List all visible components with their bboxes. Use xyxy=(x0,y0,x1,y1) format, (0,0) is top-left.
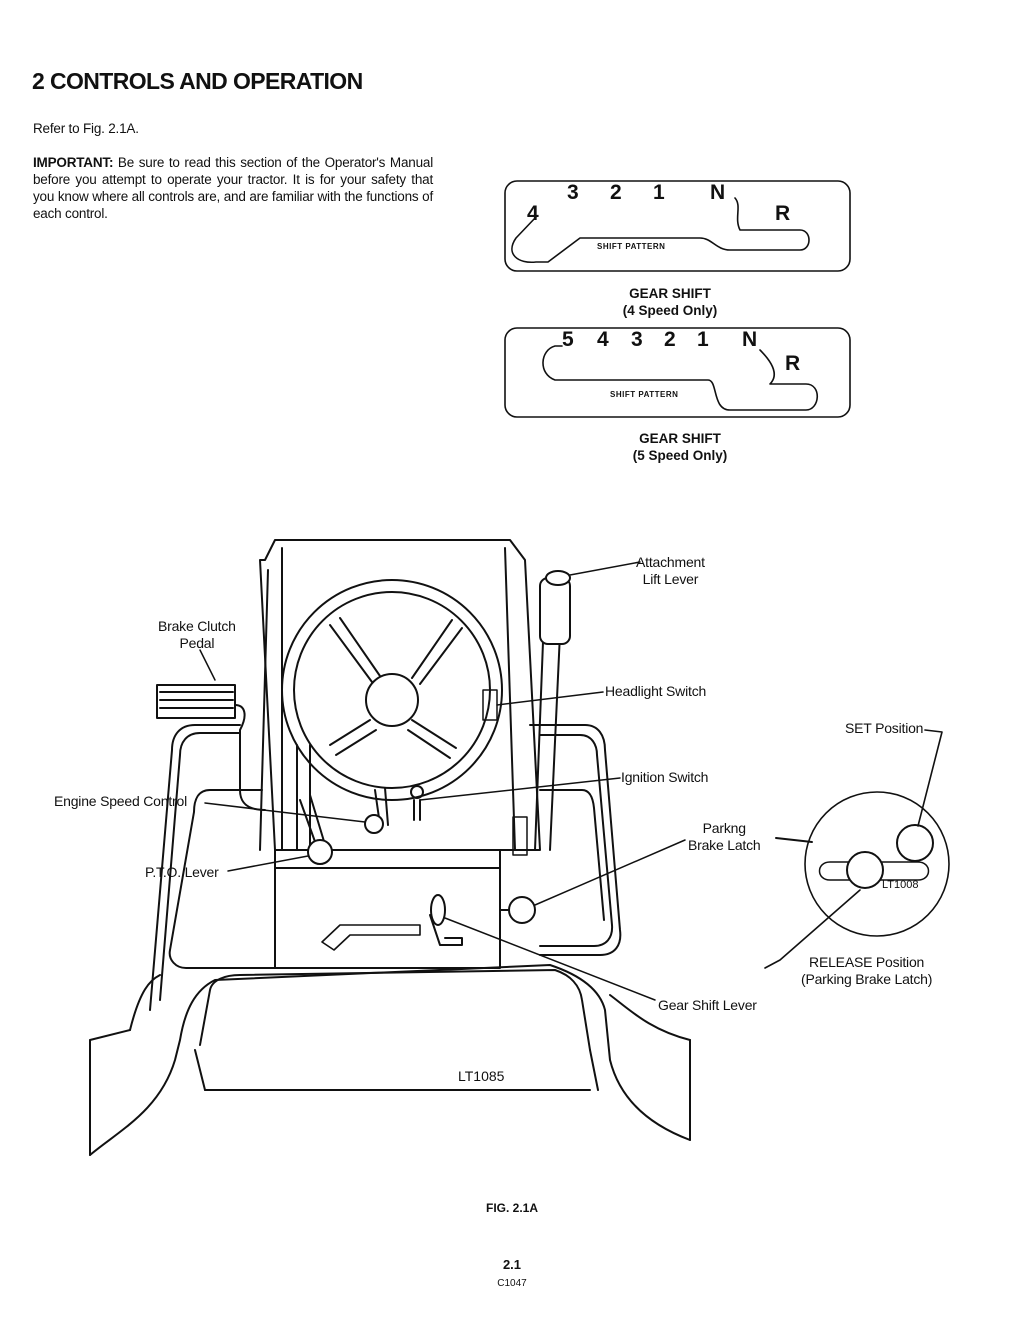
refer-text: Refer to Fig. 2.1A. xyxy=(33,121,139,136)
caption-line-2: (5 Speed Only) xyxy=(632,448,728,463)
gear-2: 2 xyxy=(664,328,676,351)
gear-reverse: R xyxy=(785,352,801,375)
gear-neutral: N xyxy=(710,181,726,204)
tractor-figure-code: LT1085 xyxy=(458,1068,505,1084)
gear-5: 5 xyxy=(562,328,574,351)
important-paragraph: IMPORTANT: Be sure to read this section … xyxy=(33,154,433,222)
gear-2: 2 xyxy=(610,181,622,204)
tractor-drawing xyxy=(89,539,691,1156)
callout-leaders xyxy=(199,561,686,1001)
callout-parking-brake-latch: Parkng Brake Latch xyxy=(688,820,761,854)
shift-pattern-5-speed xyxy=(504,327,851,418)
gear-1: 1 xyxy=(697,328,709,351)
gear-3: 3 xyxy=(567,181,579,204)
callout-release-position: RELEASE Position (Parking Brake Latch) xyxy=(801,954,932,988)
callout-line: Pedal xyxy=(179,635,215,651)
callout-attachment-lift-lever: Attachment Lift Lever xyxy=(636,554,705,588)
important-label: IMPORTANT: xyxy=(33,155,114,170)
figure-caption: FIG. 2.1A xyxy=(485,1201,538,1215)
caption-line-2: (4 Speed Only) xyxy=(622,303,718,318)
page-number: 2.1 xyxy=(502,1257,522,1272)
gear-neutral: N xyxy=(742,328,758,351)
document-code: C1047 xyxy=(497,1278,527,1289)
gear-3: 3 xyxy=(631,328,643,351)
callout-line: Brake Clutch xyxy=(158,618,236,634)
callout-line: (Parking Brake Latch) xyxy=(801,971,933,987)
callout-pto-lever: P.T.O. Lever xyxy=(145,864,219,880)
caption-line-1: GEAR SHIFT xyxy=(639,431,721,446)
callout-engine-speed-control: Engine Speed Control xyxy=(54,793,187,809)
callout-gear-shift-lever: Gear Shift Lever xyxy=(658,997,757,1013)
callout-brake-clutch-pedal: Brake Clutch Pedal xyxy=(158,618,236,652)
callout-line: Attachment xyxy=(636,554,705,570)
latch-figure-code: LT1008 xyxy=(882,879,919,891)
gear-4: 4 xyxy=(527,202,539,225)
gear-shift-5-caption: GEAR SHIFT (5 Speed Only) xyxy=(580,430,780,464)
callout-ignition-switch: Ignition Switch xyxy=(621,769,709,785)
gear-4: 4 xyxy=(597,328,609,351)
shift-pattern-label: SHIFT PATTERN xyxy=(597,242,666,251)
shift-pattern-label: SHIFT PATTERN xyxy=(610,390,679,399)
shift-pattern-4-speed xyxy=(504,180,851,272)
callout-headlight-switch: Headlight Switch xyxy=(605,683,707,699)
gear-reverse: R xyxy=(775,202,791,225)
caption-line-1: GEAR SHIFT xyxy=(629,286,711,301)
callout-line: Parkng xyxy=(702,820,746,836)
latch-detail xyxy=(764,729,950,969)
callout-set-position: SET Position xyxy=(845,720,924,736)
important-body: Be sure to read this section of the Oper… xyxy=(33,155,433,221)
callout-line: Brake Latch xyxy=(688,837,761,853)
gear-1: 1 xyxy=(653,181,665,204)
gear-shift-4-caption: GEAR SHIFT (4 Speed Only) xyxy=(570,285,770,319)
callout-line: RELEASE Position xyxy=(809,954,925,970)
page-title: 2 CONTROLS AND OPERATION xyxy=(32,68,363,94)
callout-line: Lift Lever xyxy=(642,571,699,587)
